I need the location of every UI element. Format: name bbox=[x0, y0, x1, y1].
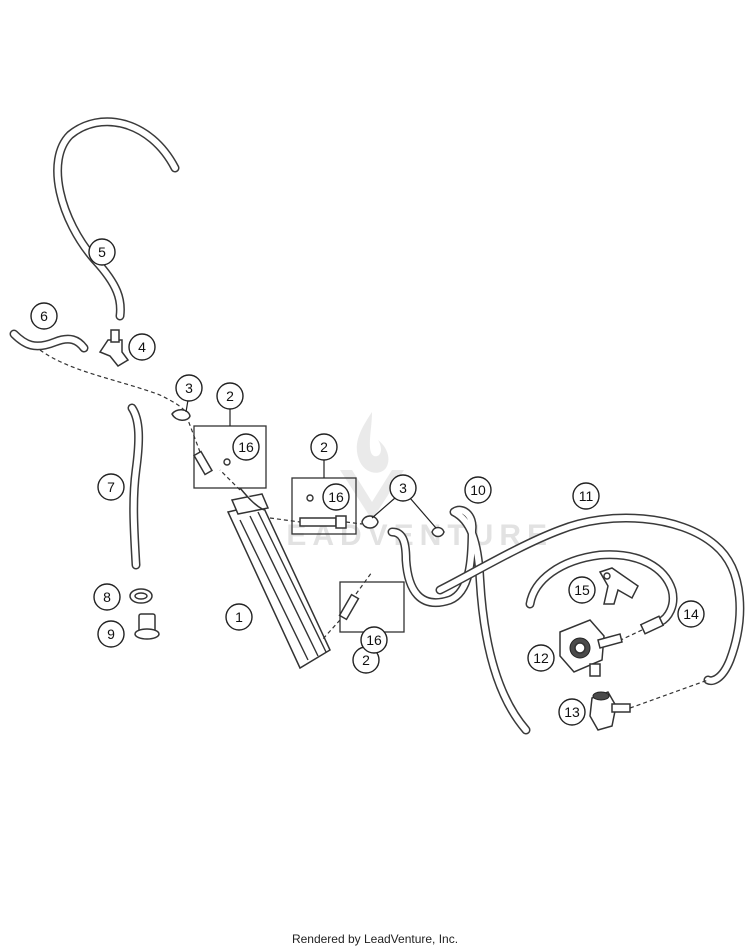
hose-clamp-8 bbox=[129, 588, 153, 604]
cooler-1 bbox=[226, 487, 331, 670]
svg-text:14: 14 bbox=[683, 606, 699, 622]
svg-text:10: 10 bbox=[470, 482, 486, 498]
svg-text:1: 1 bbox=[235, 609, 243, 625]
svg-text:12: 12 bbox=[533, 650, 549, 666]
hose-6 bbox=[9, 329, 89, 353]
leader-3a bbox=[185, 399, 189, 413]
callout-3a[interactable]: 3 bbox=[175, 374, 203, 402]
route-line-cooler-16b bbox=[269, 517, 301, 523]
svg-text:7: 7 bbox=[107, 479, 115, 495]
svg-text:16: 16 bbox=[328, 489, 344, 505]
route-line-6-3 bbox=[39, 349, 187, 413]
o-ring-16b bbox=[306, 494, 314, 502]
callout-10[interactable]: 10 bbox=[464, 476, 492, 504]
callout-15[interactable]: 15 bbox=[568, 576, 596, 604]
callout-1[interactable]: 1 bbox=[225, 603, 253, 631]
bracket-15 bbox=[598, 567, 639, 605]
hose-5 bbox=[53, 117, 180, 321]
o-ring-16a bbox=[223, 458, 231, 466]
clamp-3 bbox=[171, 409, 191, 421]
svg-text:9: 9 bbox=[107, 626, 115, 642]
svg-text:16: 16 bbox=[238, 439, 254, 455]
t-fitting-4 bbox=[98, 329, 130, 367]
hose-7 bbox=[127, 403, 144, 570]
svg-text:3: 3 bbox=[399, 480, 407, 496]
svg-text:8: 8 bbox=[103, 589, 111, 605]
callout-9[interactable]: 9 bbox=[97, 620, 125, 648]
callout-12[interactable]: 12 bbox=[527, 644, 555, 672]
svg-text:2: 2 bbox=[320, 439, 328, 455]
route-line-cooler-16a bbox=[219, 469, 241, 491]
connector-13 bbox=[589, 679, 709, 731]
callout-13[interactable]: 13 bbox=[558, 698, 586, 726]
callout-11[interactable]: 11 bbox=[572, 482, 600, 510]
svg-text:11: 11 bbox=[579, 488, 594, 504]
route-line-16b-3b bbox=[345, 521, 363, 525]
footer-credit: Rendered by LeadVenture, Inc. bbox=[291, 932, 459, 946]
svg-text:6: 6 bbox=[40, 308, 48, 324]
hose-10 bbox=[387, 505, 531, 735]
callout-4[interactable]: 4 bbox=[128, 333, 156, 361]
svg-text:2: 2 bbox=[226, 388, 234, 404]
callout-7[interactable]: 7 bbox=[97, 473, 125, 501]
fitting-16a bbox=[193, 450, 213, 476]
callout-8[interactable]: 8 bbox=[93, 583, 121, 611]
callout-2a[interactable]: 2 bbox=[216, 382, 244, 410]
callout-16a[interactable]: 16 bbox=[232, 433, 260, 461]
clamp-3b bbox=[361, 515, 445, 538]
svg-text:15: 15 bbox=[574, 582, 590, 598]
svg-text:2: 2 bbox=[362, 652, 370, 668]
hose-11 bbox=[435, 513, 745, 686]
callout-3b[interactable]: 3 bbox=[389, 474, 417, 502]
callout-14[interactable]: 14 bbox=[677, 600, 705, 628]
leader-3b-right bbox=[409, 497, 437, 529]
callout-5[interactable]: 5 bbox=[88, 238, 116, 266]
svg-text:3: 3 bbox=[185, 380, 193, 396]
callout-16b[interactable]: 16 bbox=[322, 483, 350, 511]
fitting-16c bbox=[321, 571, 373, 641]
plug-9 bbox=[134, 613, 160, 640]
callout-16c[interactable]: 16 bbox=[360, 626, 388, 654]
svg-text:16: 16 bbox=[366, 632, 382, 648]
svg-text:13: 13 bbox=[564, 704, 580, 720]
hose-15 bbox=[525, 550, 678, 627]
pump-12 bbox=[559, 619, 623, 677]
leader-3b-left bbox=[371, 497, 396, 519]
fitting-16b bbox=[299, 515, 347, 529]
svg-text:4: 4 bbox=[138, 339, 146, 355]
svg-text:5: 5 bbox=[98, 244, 106, 260]
callout-6[interactable]: 6 bbox=[30, 302, 58, 330]
callout-2b[interactable]: 2 bbox=[310, 433, 338, 461]
